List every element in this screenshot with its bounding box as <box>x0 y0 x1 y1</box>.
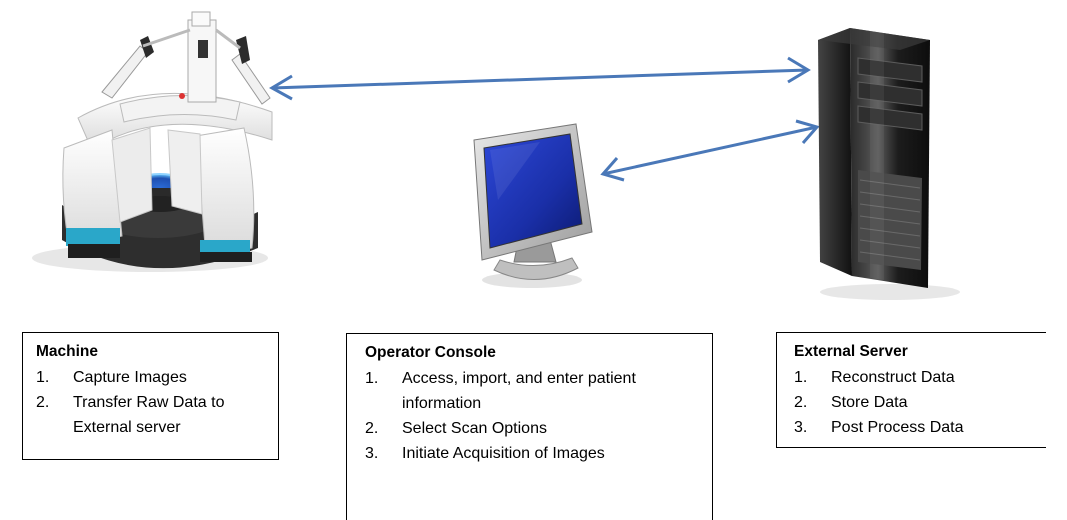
connector-console-server <box>600 119 820 182</box>
list-item-text: Access, import, and enter patient inform… <box>402 370 636 412</box>
scanner-machine-icon <box>32 11 273 272</box>
list-item-number: 2. <box>36 394 50 411</box>
list-item-number: 2. <box>365 420 379 437</box>
list-item-text: Post Process Data <box>831 419 964 436</box>
diagram-illustrations <box>32 11 960 300</box>
server-tower-icon <box>818 28 960 300</box>
list-item-text: Capture Images <box>73 369 187 386</box>
list-item: 2. Store Data <box>794 390 1046 415</box>
list-item: 3. Initiate Acquisition of Images <box>365 441 712 466</box>
list-item: 3. Post Process Data <box>794 415 1046 440</box>
list-item-number: 3. <box>365 445 379 462</box>
list-item-number: 1. <box>36 369 50 386</box>
monitor-icon <box>473 123 593 288</box>
list-item-number: 3. <box>794 419 808 436</box>
list-item-text: Initiate Acquisition of Images <box>402 445 605 462</box>
machine-info-box: Machine 1. Capture Images 2. Transfer Ra… <box>22 332 279 460</box>
console-box-title: Operator Console <box>365 344 496 361</box>
list-item-text: Select Scan Options <box>402 420 547 437</box>
list-item-text: Transfer Raw Data to External server <box>73 394 225 436</box>
operator-console-info-box: Operator Console 1. Access, import, and … <box>346 333 713 520</box>
list-item: 2. Select Scan Options <box>365 416 712 441</box>
list-item: 2. Transfer Raw Data to External server <box>36 390 278 440</box>
connector-machine-server <box>268 56 811 101</box>
server-task-list: 1. Reconstruct Data 2. Store Data 3. Pos… <box>794 365 1046 440</box>
list-item-number: 1. <box>365 370 379 387</box>
server-box-title: External Server <box>794 343 908 360</box>
list-item-number: 1. <box>794 369 808 386</box>
console-task-list: 1. Access, import, and enter patient inf… <box>365 366 712 466</box>
list-item: 1. Reconstruct Data <box>794 365 1046 390</box>
list-item: 1. Access, import, and enter patient inf… <box>365 366 712 416</box>
machine-task-list: 1. Capture Images 2. Transfer Raw Data t… <box>36 365 278 440</box>
list-item: 1. Capture Images <box>36 365 278 390</box>
machine-box-title: Machine <box>36 343 99 360</box>
list-item-text: Store Data <box>831 394 908 411</box>
list-item-number: 2. <box>794 394 808 411</box>
external-server-info-box: External Server 1. Reconstruct Data 2. S… <box>776 332 1046 448</box>
list-item-text: Reconstruct Data <box>831 369 955 386</box>
